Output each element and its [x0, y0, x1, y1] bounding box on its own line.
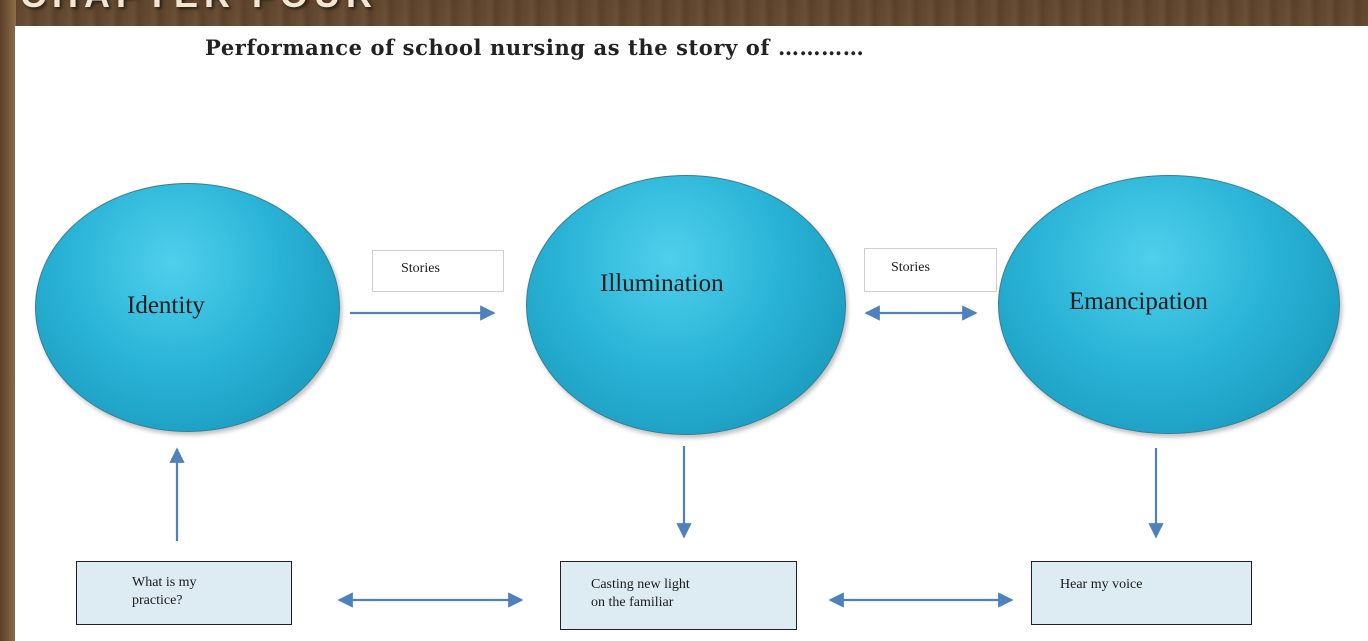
- banner-heading: CHAPTER FOUR: [20, 0, 378, 15]
- stories-text-left: Stories: [401, 261, 440, 276]
- voice-box: Hear my voice: [1031, 561, 1252, 625]
- practice-text: What is my practice?: [132, 575, 197, 608]
- voice-text: Hear my voice: [1060, 577, 1143, 592]
- emancipation-node: [998, 175, 1340, 434]
- illumination-node: [526, 175, 846, 435]
- stories-text-right: Stories: [891, 260, 930, 275]
- left-edge-shade: [0, 0, 16, 641]
- identity-node: [35, 183, 340, 432]
- illumination-label: Illumination: [600, 270, 724, 297]
- identity-label: Identity: [127, 292, 205, 319]
- emancipation-label: Emancipation: [1069, 288, 1208, 315]
- practice-box: What is my practice?: [76, 561, 292, 625]
- casting-text: Casting new light on the familiar: [591, 577, 690, 610]
- casting-box: Casting new light on the familiar: [560, 561, 797, 630]
- stories-label-left: Stories: [372, 250, 504, 292]
- stories-label-right: Stories: [864, 248, 997, 292]
- diagram-title: Performance of school nursing as the sto…: [205, 35, 865, 60]
